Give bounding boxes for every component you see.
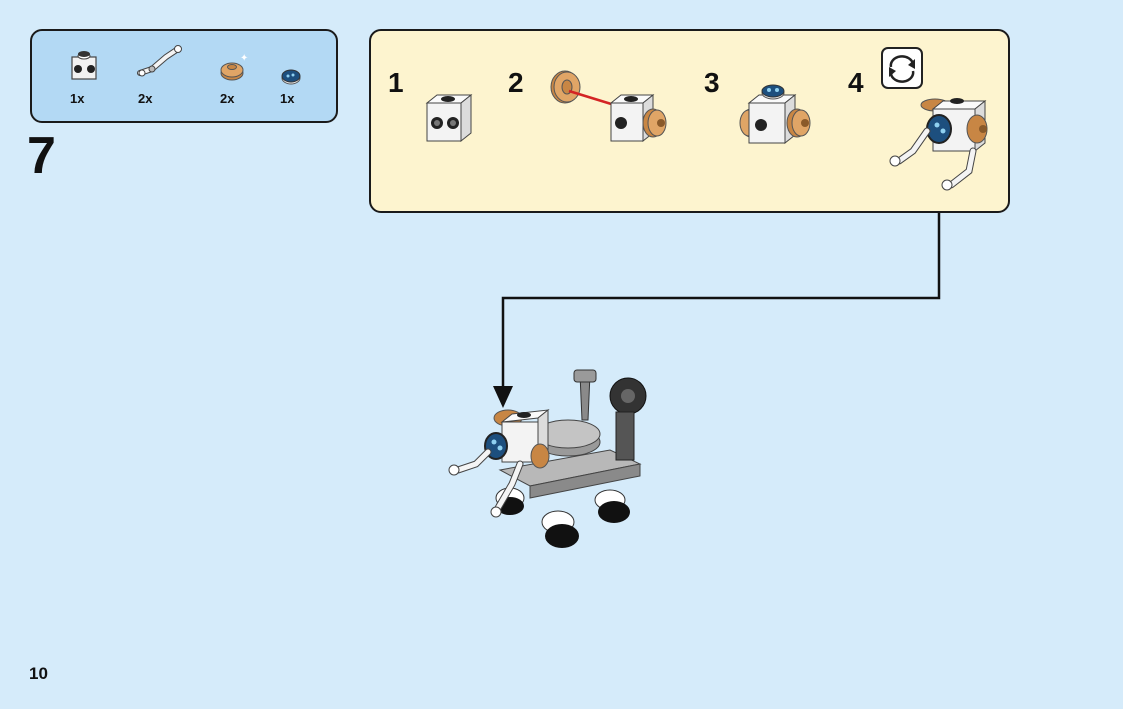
page-number: 10 — [29, 664, 48, 684]
assembled-robot-model — [440, 360, 670, 560]
